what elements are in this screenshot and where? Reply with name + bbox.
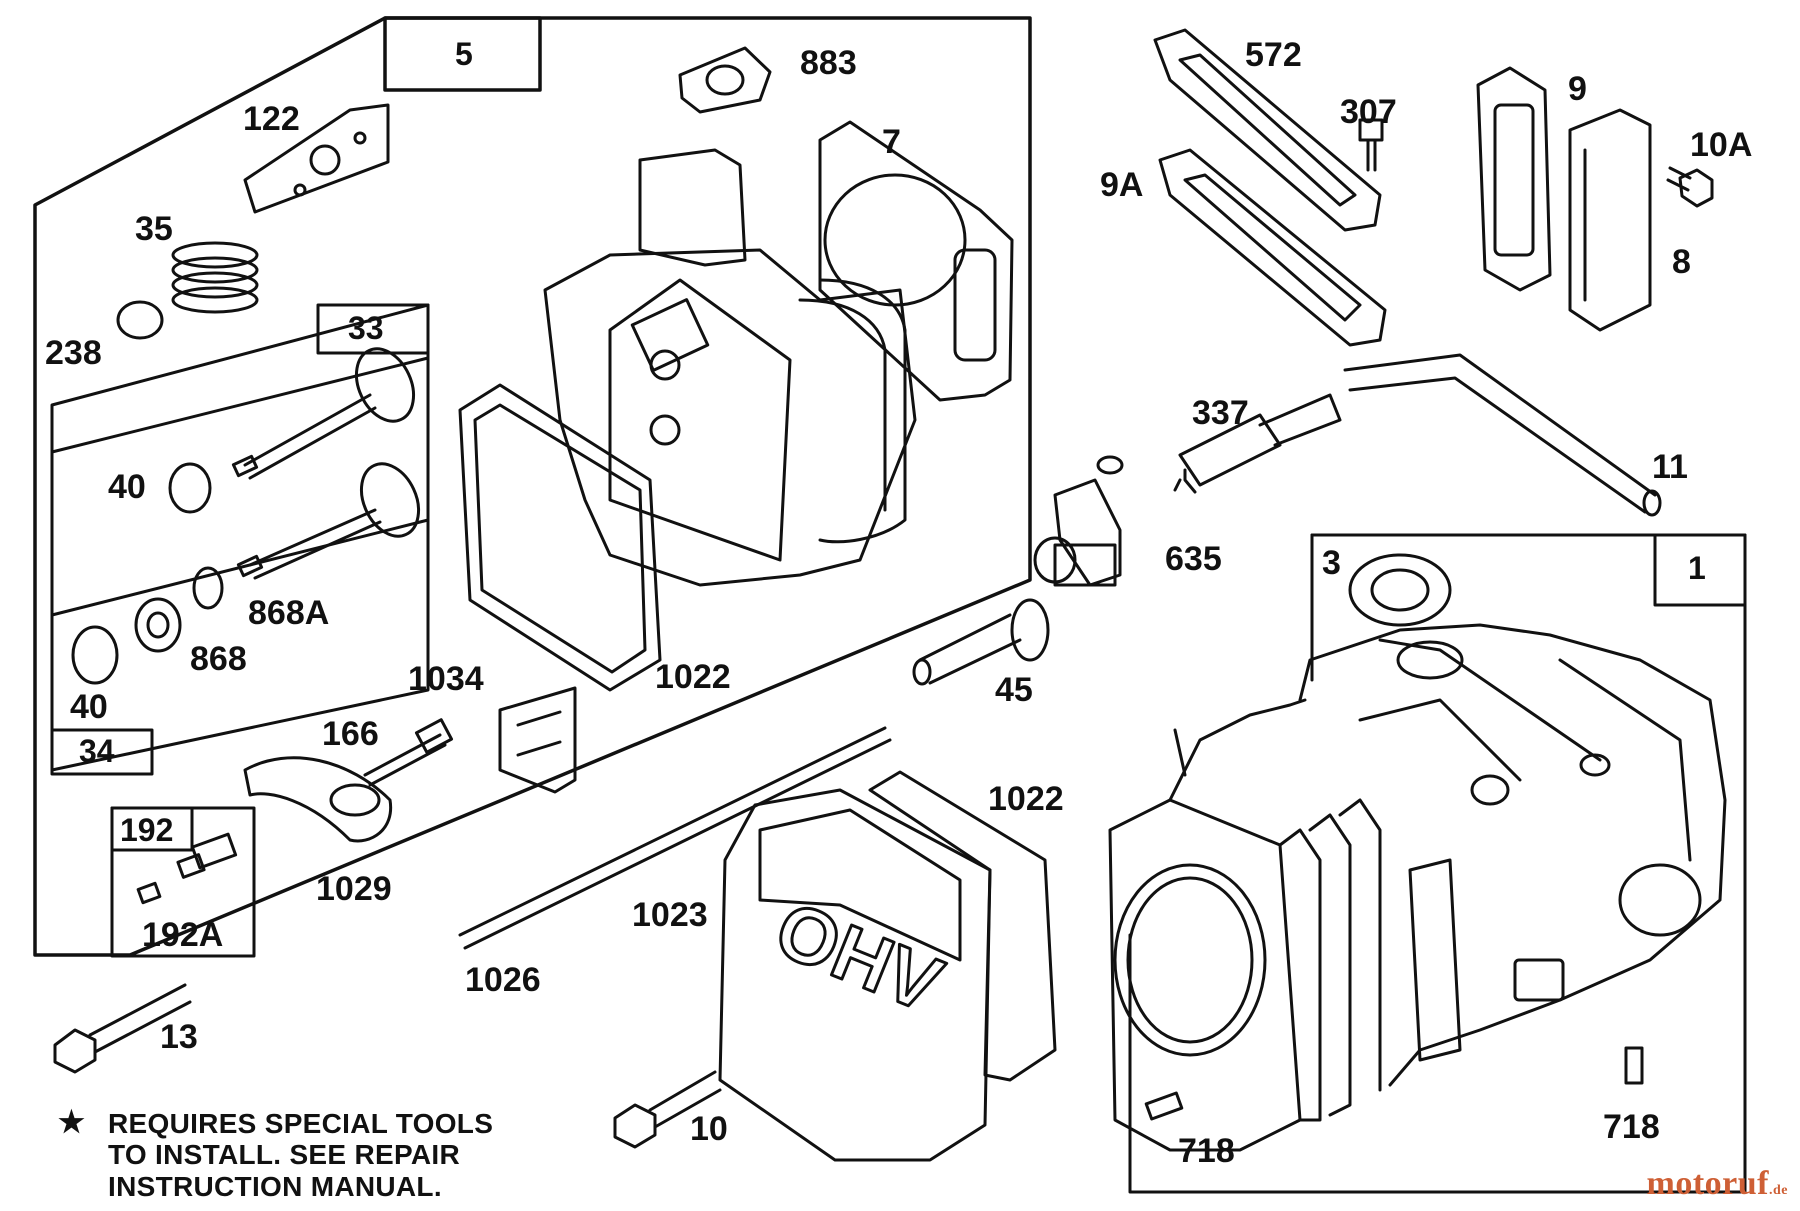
- part-35-spring: [171, 241, 259, 314]
- part-9-gasket: [1476, 66, 1552, 292]
- part-192A-label: 192A: [142, 916, 224, 954]
- part-1022-cover-gasket-lower: [868, 770, 1057, 1082]
- part-166-label: 166: [322, 715, 379, 753]
- kit-192-label-box: [110, 806, 194, 852]
- cylinder-head-assembly: [543, 148, 917, 587]
- watermark-logo: motoruf.de: [1647, 1165, 1788, 1203]
- note-line-2: TO INSTALL. SEE REPAIR: [108, 1139, 460, 1171]
- part-1026-pushrod: [458, 726, 892, 950]
- part-33-valve-intake: [236, 462, 421, 580]
- part-883-label: 883: [800, 44, 857, 82]
- part-868A-washer: [192, 566, 224, 610]
- part-1022-upper-label: 1022: [655, 658, 731, 696]
- part-35-label: 35: [135, 210, 173, 248]
- part-9A-label: 9A: [1100, 166, 1144, 204]
- note-star-icon: ★: [58, 1106, 86, 1139]
- part-718-dowel-left: [1144, 1091, 1184, 1121]
- ohv-cover-lettering: OHV: [764, 884, 954, 1029]
- part-718-right-label: 718: [1603, 1108, 1660, 1146]
- part-3-oil-seal: [1348, 553, 1452, 627]
- part-10-bolt: [613, 1070, 722, 1149]
- part-1026-label: 1026: [465, 961, 541, 999]
- kit-34-label-box: [50, 728, 154, 776]
- part-13-bolt: [53, 983, 192, 1074]
- valve-subkit-divider-1: [50, 356, 430, 454]
- part-1034-guide-plate: [498, 686, 577, 794]
- note-line-3: INSTRUCTION MANUAL.: [108, 1170, 442, 1202]
- part-572-label: 572: [1245, 36, 1302, 74]
- part-1022-lower-label: 1022: [988, 780, 1064, 818]
- part-40-keeper-lower: [71, 625, 119, 685]
- part-868-seal: [134, 597, 182, 653]
- part-1029-rocker-arm: [243, 756, 393, 843]
- part-238-label: 238: [45, 334, 102, 372]
- part-45-label: 45: [995, 671, 1033, 709]
- part-635-label: 635: [1165, 540, 1222, 578]
- part-3-label: 3: [1322, 544, 1341, 582]
- part-40-upper-label: 40: [108, 468, 146, 506]
- kit-192-label: 192: [120, 812, 174, 848]
- part-307-label: 307: [1340, 93, 1397, 131]
- part-10A-label: 10A: [1690, 126, 1753, 164]
- engine-block: [1108, 623, 1727, 1152]
- kit-33-label-box: [316, 303, 430, 355]
- cylinder-head-kit-outline: [33, 16, 1032, 957]
- watermark-suffix: .de: [1769, 1183, 1788, 1198]
- part-7-label: 7: [882, 123, 901, 161]
- part-337-spark-plug: [1173, 393, 1342, 494]
- part-45-pushrod-tube: [912, 598, 1050, 686]
- valve-subkit-outline: [50, 303, 430, 772]
- part-307-screw: [1358, 118, 1384, 172]
- kit-1-label: 1: [1688, 550, 1706, 586]
- part-8-breather-cover: [1568, 108, 1652, 332]
- kit-34-label: 34: [79, 733, 115, 769]
- kit-33-label: 33: [348, 310, 384, 346]
- part-40-lower-label: 40: [70, 688, 108, 726]
- part-10-label: 10: [690, 1110, 728, 1148]
- kit-1-label-box: [1653, 533, 1747, 607]
- part-7-head-gasket: [818, 120, 1014, 402]
- part-166-stud: [363, 718, 454, 787]
- part-9A-gasket: [1158, 148, 1387, 347]
- part-1022-cover-gasket-upper: [458, 383, 662, 692]
- watermark-text: motoruf: [1646, 1165, 1769, 1202]
- engine-block-outline: [1128, 533, 1747, 1194]
- part-192A-setscrew: [136, 881, 162, 905]
- kit-5-label-box: [383, 16, 542, 92]
- part-122-label: 122: [243, 100, 300, 138]
- part-33-valve-exhaust: [231, 347, 416, 480]
- part-1023-rocker-cover: OHV: [718, 788, 992, 1162]
- part-1023-label: 1023: [632, 896, 708, 934]
- part-1029-label: 1029: [316, 870, 392, 908]
- note-line-1: REQUIRES SPECIAL TOOLS: [108, 1108, 494, 1139]
- part-13-label: 13: [160, 1018, 198, 1056]
- part-337-label: 337: [1192, 394, 1249, 432]
- part-10A-screw: [1666, 166, 1714, 208]
- part-635-fitting: [1033, 455, 1124, 587]
- kit-5-label: 5: [455, 36, 473, 72]
- part-868A-label: 868A: [248, 594, 330, 632]
- part-238-cap: [116, 300, 164, 340]
- part-9-label: 9: [1568, 70, 1587, 108]
- part-192-screw: [176, 832, 238, 879]
- part-40-keeper-upper: [168, 462, 212, 514]
- part-572-gasket: [1153, 28, 1382, 232]
- part-11-breather-tube: [1343, 353, 1662, 517]
- part-718-left-label: 718: [1178, 1132, 1235, 1170]
- part-883-gasket: [678, 46, 772, 114]
- special-tools-note: ★ REQUIRES SPECIAL TOOLS TO INSTALL. SEE…: [58, 1106, 494, 1202]
- part-1034-label: 1034: [408, 660, 484, 698]
- part-122-bracket: [243, 103, 390, 214]
- part-11-label: 11: [1652, 448, 1688, 486]
- part-718-dowel-right: [1624, 1046, 1644, 1085]
- part-868-label: 868: [190, 640, 247, 678]
- part-8-label: 8: [1672, 243, 1691, 281]
